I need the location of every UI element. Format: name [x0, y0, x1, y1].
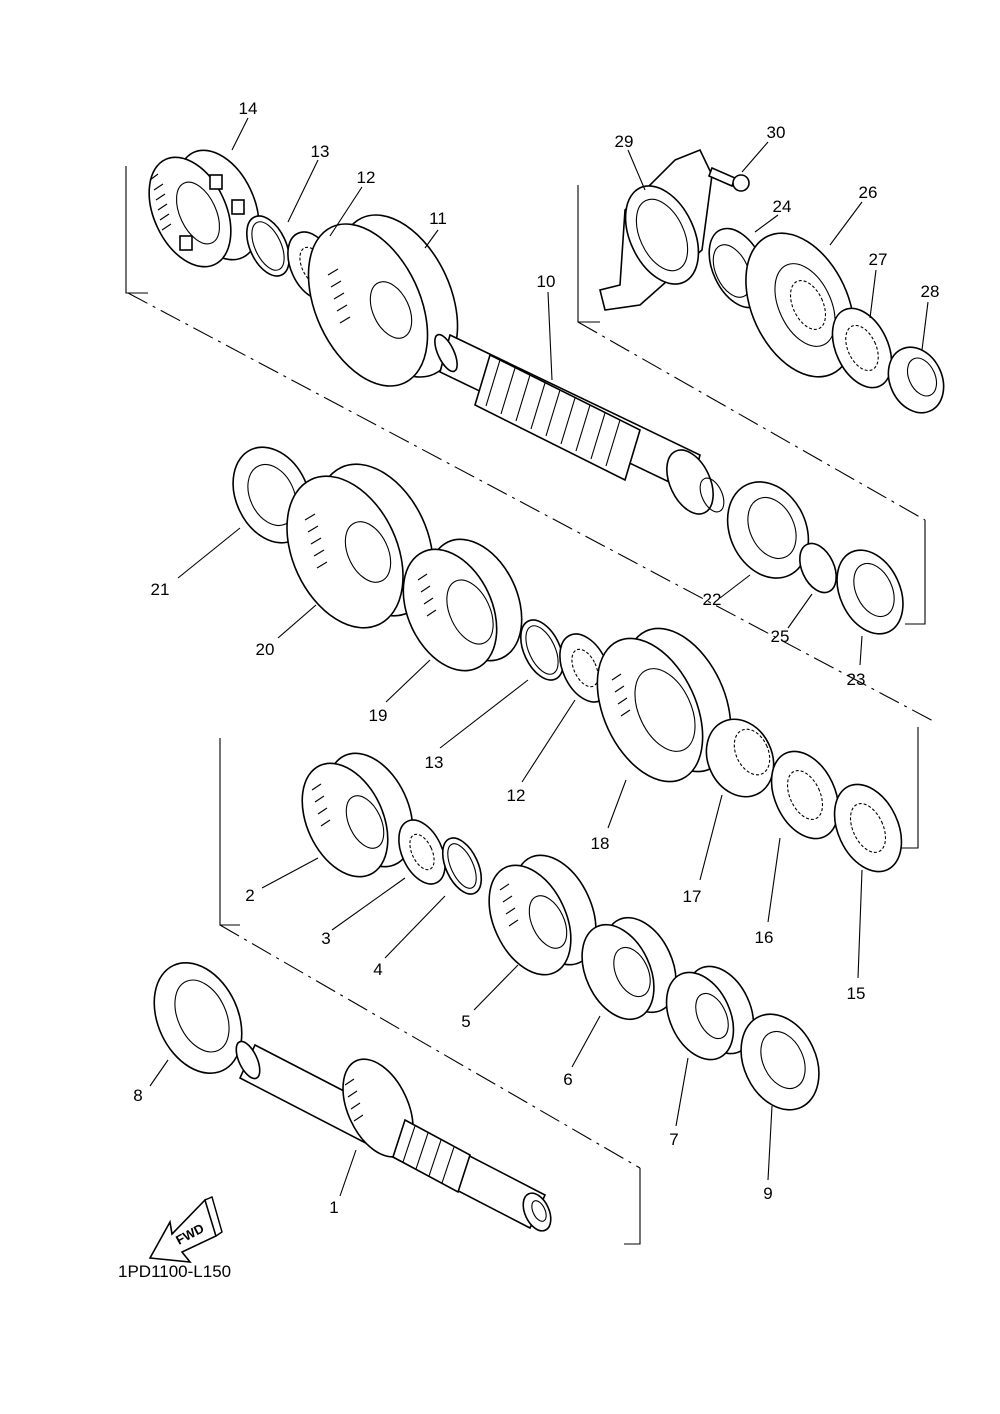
callout-26: 26 [859, 183, 878, 202]
callout-8: 8 [133, 1086, 142, 1105]
callout-29: 29 [615, 132, 634, 151]
callout-12-upper: 12 [357, 168, 376, 187]
part-29-bracket [599, 148, 713, 311]
callout-13-upper: 13 [311, 142, 330, 161]
part-9-bearing [740, 1013, 820, 1111]
callout-9: 9 [763, 1184, 772, 1203]
callout-21: 21 [151, 580, 170, 599]
part-10-main-shaft [434, 333, 725, 515]
callout-30: 30 [767, 123, 786, 142]
callout-18: 18 [591, 834, 610, 853]
callout-16: 16 [755, 928, 774, 947]
callout-23: 23 [847, 670, 866, 689]
part-11-gear [307, 214, 459, 387]
callout-15: 15 [847, 984, 866, 1003]
callout-17: 17 [683, 887, 702, 906]
callout-27: 27 [869, 250, 888, 269]
part-6-gear [581, 916, 677, 1021]
callout-labels: 14 13 12 11 10 29 30 24 26 27 28 21 20 1… [133, 99, 939, 1217]
callout-14: 14 [239, 99, 258, 118]
part-19-gear [402, 538, 523, 672]
callout-6: 6 [563, 1070, 572, 1089]
callout-12-lower: 12 [507, 786, 526, 805]
callout-4: 4 [373, 960, 382, 979]
part-18-gear [596, 627, 732, 783]
part-2-gear [301, 752, 414, 878]
part-30-bolt [707, 166, 750, 192]
part-26-plate [745, 232, 855, 378]
part-8-bearing [153, 961, 243, 1075]
callout-25: 25 [771, 627, 790, 646]
part-7-gear [665, 965, 755, 1061]
callout-2: 2 [245, 886, 254, 905]
part-13-circlip-upper [246, 215, 290, 277]
part-5-gear [488, 854, 597, 976]
callout-7: 7 [669, 1130, 678, 1149]
part-14-gear [148, 149, 260, 268]
part-17-collar [705, 718, 775, 798]
part-27-lock-washer [831, 307, 893, 389]
callout-3: 3 [321, 929, 330, 948]
callout-24: 24 [773, 197, 792, 216]
drawing-code: 1PD1100-L150 [118, 1262, 232, 1281]
part-28-nut [887, 346, 945, 414]
callout-11: 11 [429, 209, 447, 228]
leader-lines [149, 117, 929, 1197]
callout-19: 19 [369, 706, 388, 725]
part-1-drive-shaft [235, 1040, 552, 1232]
callout-5: 5 [461, 1012, 470, 1031]
callout-22: 22 [703, 590, 722, 609]
callout-20: 20 [256, 640, 275, 659]
part-23-oil-seal [836, 549, 904, 635]
part-15-washer [833, 783, 903, 873]
part-13-circlip-lower [520, 619, 564, 681]
callout-28: 28 [921, 282, 940, 301]
part-3-washer [398, 819, 446, 885]
part-22-bearing [726, 481, 810, 579]
part-4-circlip [441, 837, 483, 895]
part-16-lock-washer [770, 750, 840, 840]
fwd-arrow-icon: FWD [148, 1196, 223, 1263]
callout-10: 10 [537, 272, 556, 291]
callout-1: 1 [329, 1198, 338, 1217]
callout-13-lower: 13 [425, 753, 444, 772]
part-25-o-ring [799, 542, 837, 594]
